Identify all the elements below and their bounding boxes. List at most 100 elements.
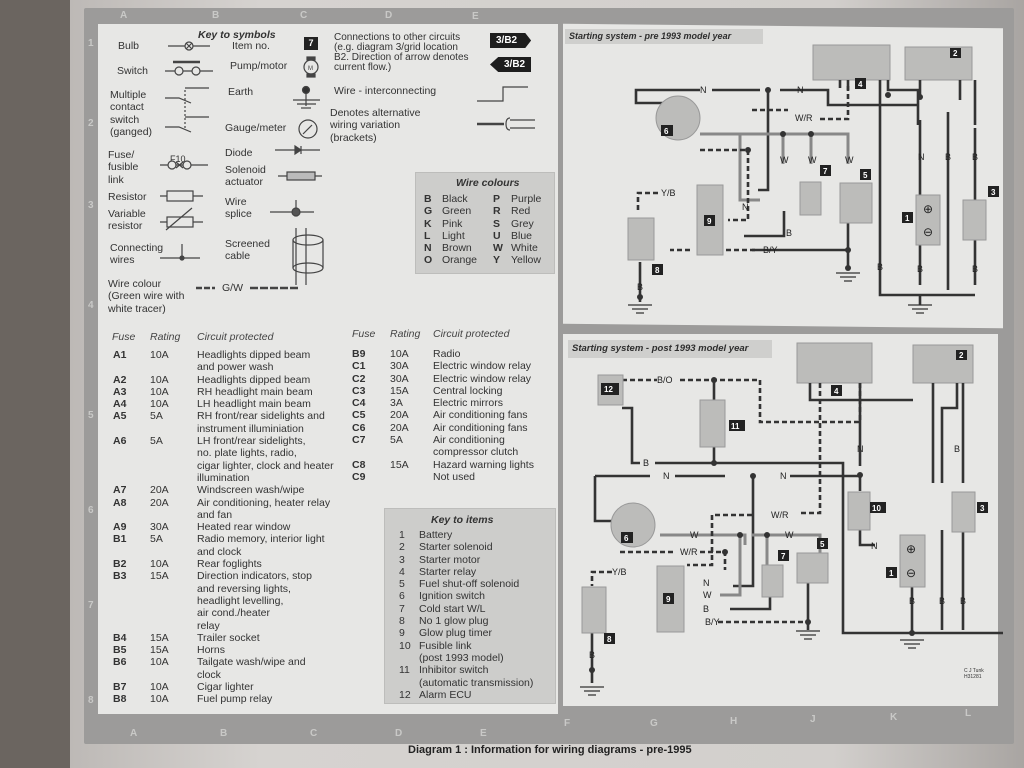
label-item-no: Item no. xyxy=(232,40,270,52)
junctions xyxy=(589,377,915,673)
wire-label: B xyxy=(877,262,883,272)
fuse-circuit: Radio xyxy=(433,348,461,360)
fuse-circuit: Windscreen wash/wipe xyxy=(197,484,305,497)
grid-bottom-f: F xyxy=(564,718,571,729)
arrow-in-3b2: 3/B2 xyxy=(490,57,532,72)
key-item-number: 1 xyxy=(399,529,405,541)
diagram-post-labels: B/O B N N W/R W W W/R Y/B N W B B/Y B N … xyxy=(589,375,966,660)
item-tag: 11 xyxy=(731,422,740,431)
key-item-number: 8 xyxy=(399,615,405,628)
fuse-circuit: Electric mirrors xyxy=(433,397,503,410)
fuse-id: A5 xyxy=(113,410,127,423)
colour: Blue xyxy=(511,229,533,242)
fuse-id: B3 xyxy=(113,570,127,583)
wire-label: W xyxy=(703,590,712,600)
fuse-id: C4 xyxy=(352,397,366,410)
earth-symbols xyxy=(580,630,924,696)
fuse-rating: 10A xyxy=(150,385,169,398)
wire-label: W xyxy=(845,155,854,165)
cold-start-wl-7 xyxy=(799,181,822,216)
label-multi-switch: Multiple contact switch (ganged) xyxy=(110,89,153,138)
wire-label: B/Y xyxy=(763,245,778,255)
fuse-rating: 10A xyxy=(150,373,169,386)
key-item-number: 10 xyxy=(399,639,411,652)
circuit-header-2: Circuit protected xyxy=(433,328,510,340)
code: O xyxy=(424,254,433,267)
diagram-pre-wiring xyxy=(627,44,987,314)
battery-minus-icon: ⊖ xyxy=(906,566,916,580)
wire-label: W xyxy=(690,530,699,540)
key-item-label: Fuel shut-off solenoid xyxy=(419,578,520,591)
cold-start-wl-7 xyxy=(761,564,784,598)
fuse-circuit: Rear foglights xyxy=(197,558,262,571)
fuse-rating: 20A xyxy=(390,409,409,422)
item-tag: 9 xyxy=(707,217,712,226)
fuse-rating: 5A xyxy=(150,533,163,546)
fuse-rating: 30A xyxy=(390,372,409,385)
wire-label: B xyxy=(972,264,978,274)
fuse-circuit: Radio memory, interior light and clock xyxy=(197,533,325,558)
fuse-rating: 15A xyxy=(390,458,409,471)
wire-label: B/O xyxy=(657,375,673,385)
fuse-circuit: Trailer socket xyxy=(197,631,260,644)
interconnecting-wire-symbol xyxy=(477,86,528,102)
code: G xyxy=(424,205,433,218)
grid-top-a: A xyxy=(120,10,128,21)
item-tag: 8 xyxy=(607,635,612,644)
fuse-id: B1 xyxy=(113,533,127,546)
earth-symbols xyxy=(628,272,932,314)
item-tag: 7 xyxy=(781,552,786,561)
fuse-id: B9 xyxy=(352,348,366,360)
item-tag: 6 xyxy=(624,534,629,543)
fuse-id: B2 xyxy=(113,558,127,571)
fuse-row: B1 5A Radio memory, interior light and clo… xyxy=(113,533,334,558)
diode-symbol xyxy=(275,144,320,156)
label-alternative: Denotes alternative wiring variation (br… xyxy=(330,107,421,144)
grid-bottom-b: B xyxy=(220,728,228,739)
grid-bottom-d: D xyxy=(395,728,403,739)
wire-label: N xyxy=(857,444,864,454)
item-number-sample: 7 xyxy=(304,37,318,50)
starter-relay-4 xyxy=(796,342,873,384)
variable-resistor-symbol xyxy=(160,207,203,231)
fuse-rating: 10A xyxy=(150,558,169,571)
fuse-symbol xyxy=(160,160,208,170)
diagram-post-title: Starting system - post 1993 model year xyxy=(568,340,772,358)
wire-label: W/R xyxy=(680,547,698,557)
fuse-rating: 15A xyxy=(150,644,169,657)
fuse-id: C1 xyxy=(352,360,366,373)
fuse-id: B6 xyxy=(113,656,127,669)
code: W xyxy=(493,242,503,255)
diagram-credit: C J Tunk H31281 xyxy=(964,668,984,680)
wire-label: B xyxy=(939,596,945,606)
fuse-circuit: RH headlight main beam xyxy=(197,385,313,398)
fuse-tag: F10 xyxy=(170,154,186,164)
fuse-id: C6 xyxy=(352,421,366,434)
rating-header: Rating xyxy=(150,331,181,343)
key-item-label: Starter solenoid xyxy=(419,541,493,554)
code: U xyxy=(493,229,501,242)
colour: Yellow xyxy=(511,254,541,267)
wire-label: B xyxy=(589,650,595,660)
key-item-label: Starter relay xyxy=(419,565,477,578)
